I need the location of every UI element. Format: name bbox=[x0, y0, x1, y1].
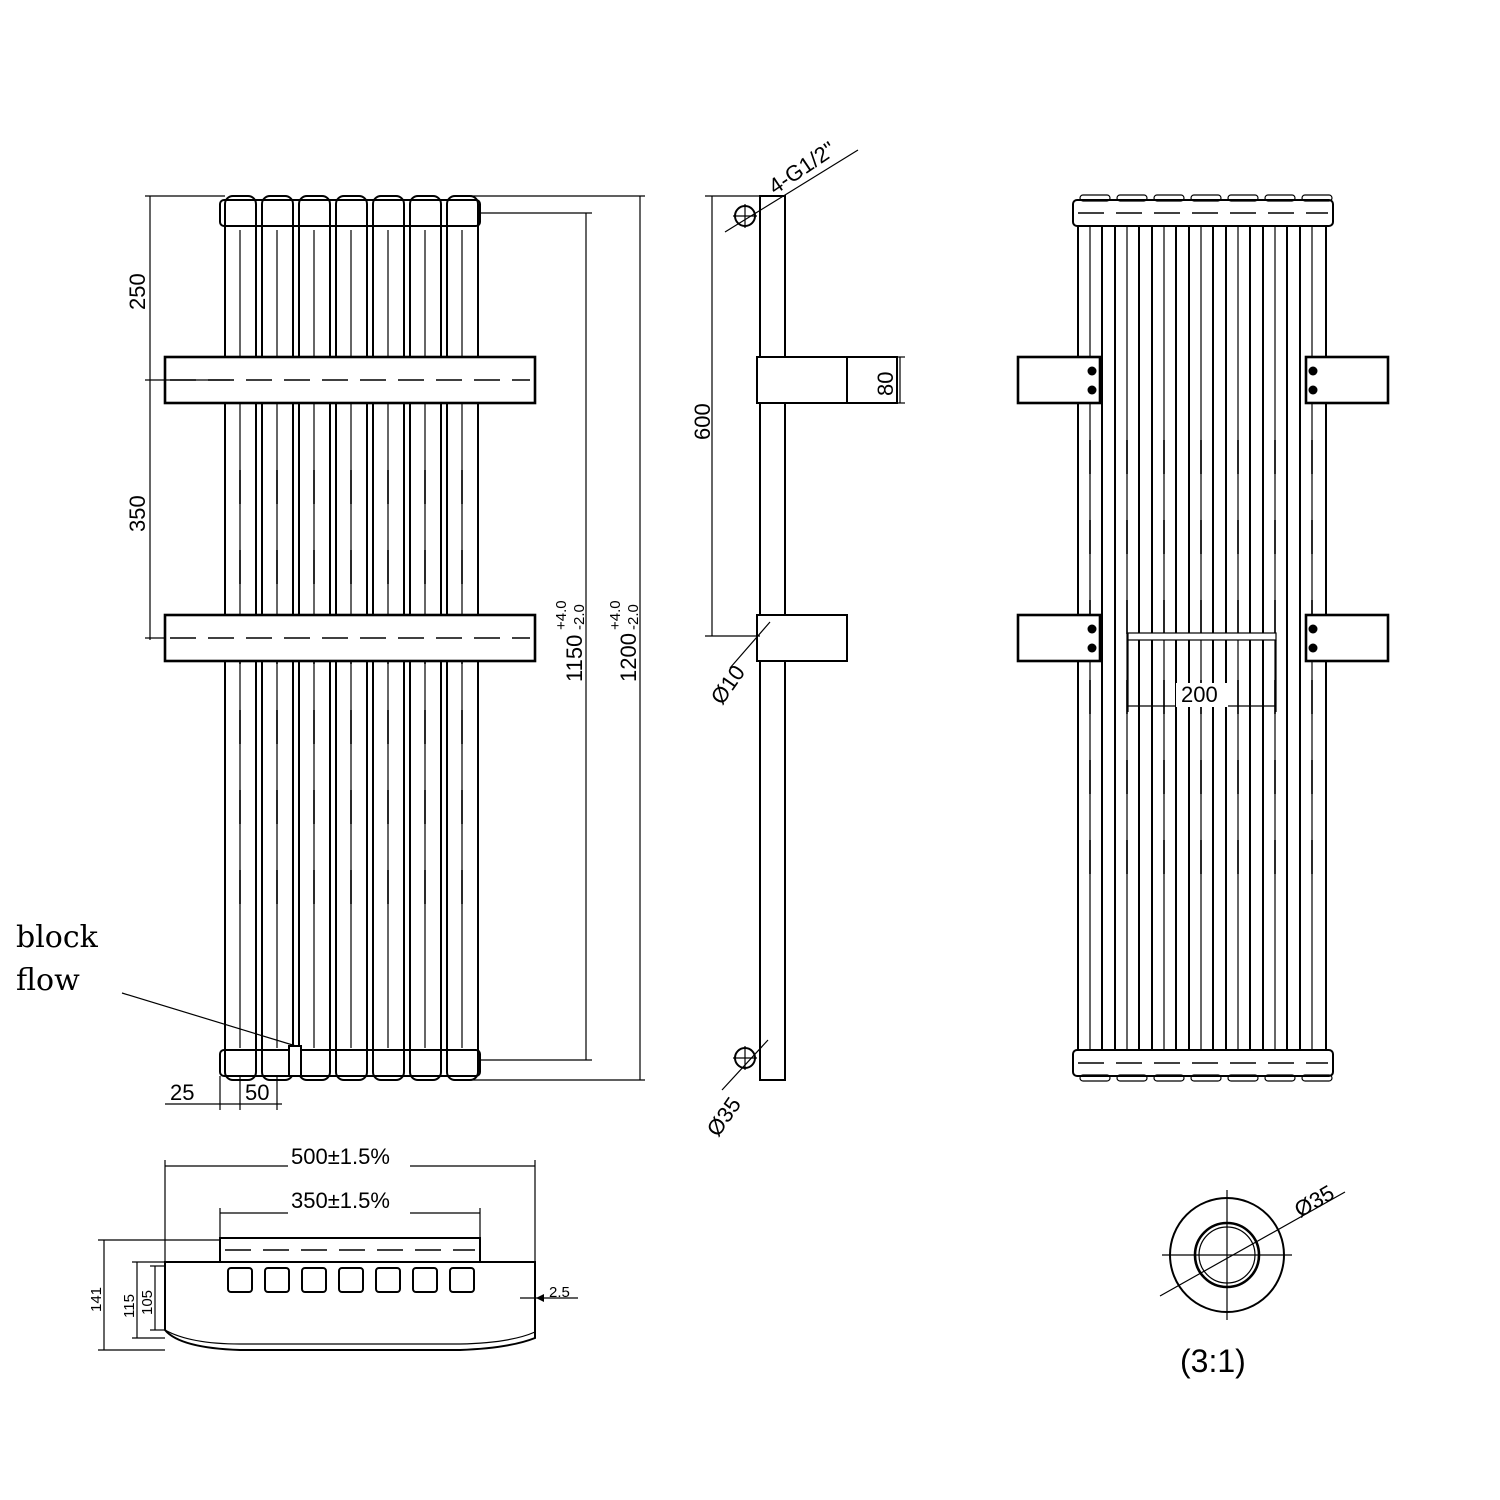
rear-view: 200 bbox=[1016, 194, 1390, 1082]
side-connection-top bbox=[733, 204, 757, 228]
detail-scale-label: (3:1) bbox=[1180, 1343, 1246, 1379]
plan-view: 500±1.5% 350±1.5% 141 115 bbox=[88, 1144, 578, 1351]
side-view: 4-G1/2" Ø35 Ø10 600 80 bbox=[690, 136, 905, 1141]
dim-1150-tol-minus: -2.0 bbox=[571, 604, 588, 630]
rear-tube-caps bbox=[1079, 194, 1333, 1082]
front-bottom-dimensions: 25 50 bbox=[165, 1076, 282, 1110]
side-bar-upper bbox=[846, 356, 898, 404]
front-left-dimensions: 250 350 bbox=[125, 195, 230, 640]
plan-tubes bbox=[227, 1267, 475, 1293]
dim-1200-tol-plus: +4.0 bbox=[607, 600, 624, 630]
dim-50-label: 50 bbox=[245, 1080, 269, 1105]
side-bracket-lower bbox=[756, 614, 848, 662]
dim-350-label: 350 bbox=[125, 495, 150, 532]
plan-tube-section bbox=[227, 1267, 253, 1293]
plan-tube-section bbox=[338, 1267, 364, 1293]
side-bracket-upper bbox=[756, 356, 848, 404]
dim-200-label: 200 bbox=[1181, 682, 1218, 707]
block-flow-leader bbox=[121, 992, 297, 1047]
rear-bracket bbox=[1016, 355, 1102, 405]
front-view: 250 350 1150 +4.0 -2.0 1200 +4.0 -2.0 25… bbox=[16, 195, 645, 1110]
plan-body-outline bbox=[164, 1261, 536, 1351]
detail-diameter-leader bbox=[1159, 1191, 1346, 1297]
rear-top-header bbox=[1072, 199, 1334, 227]
dim-1200-label: 1200 bbox=[616, 633, 641, 682]
plan-tube-section bbox=[412, 1267, 438, 1293]
dim-80-label: 80 bbox=[873, 372, 898, 396]
dim-250-label: 250 bbox=[125, 273, 150, 310]
dim-141-label: 141 bbox=[88, 1287, 105, 1312]
plan-tube-section bbox=[264, 1267, 290, 1293]
dim-115-label: 115 bbox=[121, 1294, 138, 1318]
dim-2-5-label: 2.5 bbox=[549, 1284, 570, 1301]
dim-1200-tol-minus: -2.0 bbox=[625, 604, 642, 630]
rear-brackets bbox=[1016, 355, 1390, 663]
rear-bracket bbox=[1304, 355, 1390, 405]
block-flow-note-line1: block bbox=[16, 920, 99, 955]
dim-350-width-label: 350±1.5% bbox=[291, 1188, 390, 1213]
dim-600-label: 600 bbox=[690, 403, 715, 440]
front-right-dimensions: 1150 +4.0 -2.0 1200 +4.0 -2.0 bbox=[470, 195, 645, 1081]
plan-tube-section bbox=[449, 1267, 475, 1293]
rear-bracket bbox=[1016, 613, 1102, 663]
block-flow-plug bbox=[288, 1045, 302, 1077]
dim-1150-label: 1150 bbox=[562, 635, 587, 682]
dim-500-label: 500±1.5% bbox=[291, 1144, 390, 1169]
dim-105-label: 105 bbox=[139, 1290, 156, 1315]
side-connection-bottom bbox=[733, 1046, 757, 1070]
front-bottom-header bbox=[219, 1049, 481, 1077]
detail-diameter-label: Ø35 bbox=[1290, 1180, 1339, 1222]
rear-bottom-header bbox=[1072, 1049, 1334, 1077]
plan-tube-section bbox=[375, 1267, 401, 1293]
dim-pin-diameter-label: Ø10 bbox=[706, 660, 750, 708]
plan-tube-section bbox=[301, 1267, 327, 1293]
rear-bracket bbox=[1304, 613, 1390, 663]
block-flow-note-line2: flow bbox=[16, 963, 80, 998]
dim-tube-diameter-label: Ø35 bbox=[702, 1092, 746, 1140]
dim-25-label: 25 bbox=[170, 1080, 194, 1105]
dim-1150-tol-plus: +4.0 bbox=[553, 600, 570, 630]
detail-view: Ø35 (3:1) bbox=[1159, 1180, 1346, 1379]
